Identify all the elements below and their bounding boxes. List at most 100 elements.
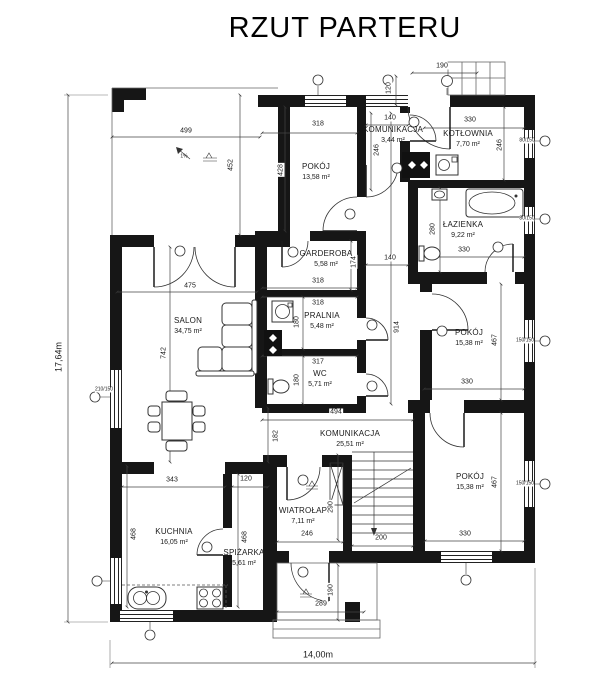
wall-segment	[357, 231, 366, 318]
room-label-garderoba: GARDEROBA 5,58 m²	[300, 249, 353, 269]
level-marks	[300, 480, 318, 598]
room-area: 3,44 m²	[381, 136, 405, 144]
room-name: POKÓJ	[454, 327, 484, 337]
wall-segment	[122, 462, 154, 474]
room-label-kuchnia: KUCHNIA 16,05 m²	[155, 527, 192, 547]
wall-segment	[223, 474, 232, 528]
wall-segment	[524, 158, 535, 207]
dim-label: 120	[239, 475, 253, 483]
room-label-komunikacja2: KOMUNIKACJA 25,51 m²	[320, 429, 380, 449]
dim-label: 452	[227, 158, 235, 172]
room-area: 13,58 m²	[302, 173, 330, 181]
wall-segment	[515, 272, 524, 284]
staircase	[352, 451, 413, 536]
dim-label: 468	[241, 530, 249, 544]
wall-segment	[173, 610, 277, 622]
dim-label: 499	[179, 127, 193, 135]
dim-label: 290	[327, 500, 335, 514]
room-name: WIATROŁAP	[278, 505, 328, 515]
room-label-pralnia: PRALNIA 5,48 m²	[304, 311, 340, 331]
room-area: 7,11 m²	[291, 517, 315, 525]
room-area: 5,71 m²	[308, 380, 332, 388]
room-label-lazienka: ŁAZIENKA 9,22 m²	[443, 220, 483, 240]
window-symbol	[110, 370, 122, 428]
dim-label: 467	[491, 333, 499, 347]
room-name: POKÓJ	[301, 161, 331, 171]
wall-segment	[524, 95, 535, 130]
wall-segment	[408, 400, 430, 413]
dimension-lines	[64, 71, 537, 668]
dim-label: 190	[435, 62, 449, 70]
overall-width-label: 14,00m	[301, 649, 335, 660]
dim-label: 330	[460, 378, 474, 386]
kitchen-counter	[122, 584, 228, 610]
wall-segment	[524, 507, 535, 563]
room-area: 7,70 m²	[456, 140, 480, 148]
window-size-label: 150/150	[515, 480, 535, 487]
window-size-label: 150/150	[515, 337, 535, 344]
dim-label: 742	[160, 346, 168, 360]
dim-label: 140	[383, 114, 397, 122]
wall-segment	[262, 349, 366, 356]
wall-segment	[420, 284, 432, 292]
dim-label: 318	[311, 120, 325, 128]
wall-segment	[225, 462, 277, 474]
dim-label: 318	[311, 299, 325, 307]
room-name: SPIŻARKA	[223, 547, 265, 557]
dim-label: 180	[293, 373, 301, 387]
room-area: 9,22 m²	[451, 231, 475, 239]
slope-arrow	[176, 147, 217, 162]
wall-segment	[464, 400, 524, 413]
stove	[196, 586, 224, 610]
room-label-wiatrolap: WIATROŁAP 7,11 m²	[279, 506, 327, 526]
sofa	[195, 299, 258, 377]
wall-segment	[346, 95, 366, 107]
room-area: 15,38 m²	[455, 339, 483, 347]
room-label-spizarka: SPIŻARKA 5,61 m²	[223, 548, 264, 568]
dim-label: 330	[463, 116, 477, 124]
wall-segment	[357, 107, 366, 197]
wall-segment	[408, 272, 487, 284]
dim-label: 467	[491, 475, 499, 489]
room-name: KOMUNIKACJA	[363, 124, 423, 134]
wall-segment	[343, 455, 352, 563]
wall-segment	[492, 551, 535, 563]
window-symbol	[441, 551, 492, 563]
wall-segment	[420, 330, 432, 400]
room-name: POKÓJ	[455, 471, 485, 481]
dim-label: 468	[130, 527, 138, 541]
wall-segment	[275, 551, 289, 563]
dim-label: 246	[496, 138, 504, 152]
dim-label: 200	[374, 534, 388, 542]
dim-label: 914	[393, 320, 401, 334]
room-area: 5,61 m²	[232, 559, 256, 567]
dim-label: 182	[272, 429, 280, 443]
window-size-label: 80/150	[519, 137, 535, 144]
room-area: 34,75 m²	[174, 327, 202, 335]
dim-label: 428	[277, 163, 285, 177]
kitchen-sink	[127, 586, 167, 610]
dim-label: 317	[311, 358, 325, 366]
wall-segment	[262, 290, 366, 297]
boiler	[435, 154, 459, 176]
room-area: 16,05 m²	[160, 538, 188, 546]
room-name: WC	[313, 368, 327, 378]
dim-label: 494	[329, 408, 343, 416]
wall-segment	[400, 107, 410, 113]
dim-label: 280	[429, 222, 437, 236]
dim-label: 330	[457, 246, 471, 254]
wall-segment	[255, 241, 267, 408]
wall-segment	[263, 462, 277, 622]
wall-segment	[110, 235, 154, 247]
room-label-komunikacja1: KOMUNIKACJA 3,44 m²	[363, 125, 423, 145]
room-area: 5,58 m²	[314, 260, 338, 268]
dim-label: 120	[385, 81, 393, 95]
dim-label: 343	[165, 476, 179, 484]
wall-segment	[112, 88, 124, 112]
overall-height-label: 17,64m	[53, 340, 64, 374]
toilet-lazienka	[418, 245, 441, 262]
room-name: KOTŁOWNIA	[443, 128, 493, 138]
porch-steps	[447, 61, 506, 96]
